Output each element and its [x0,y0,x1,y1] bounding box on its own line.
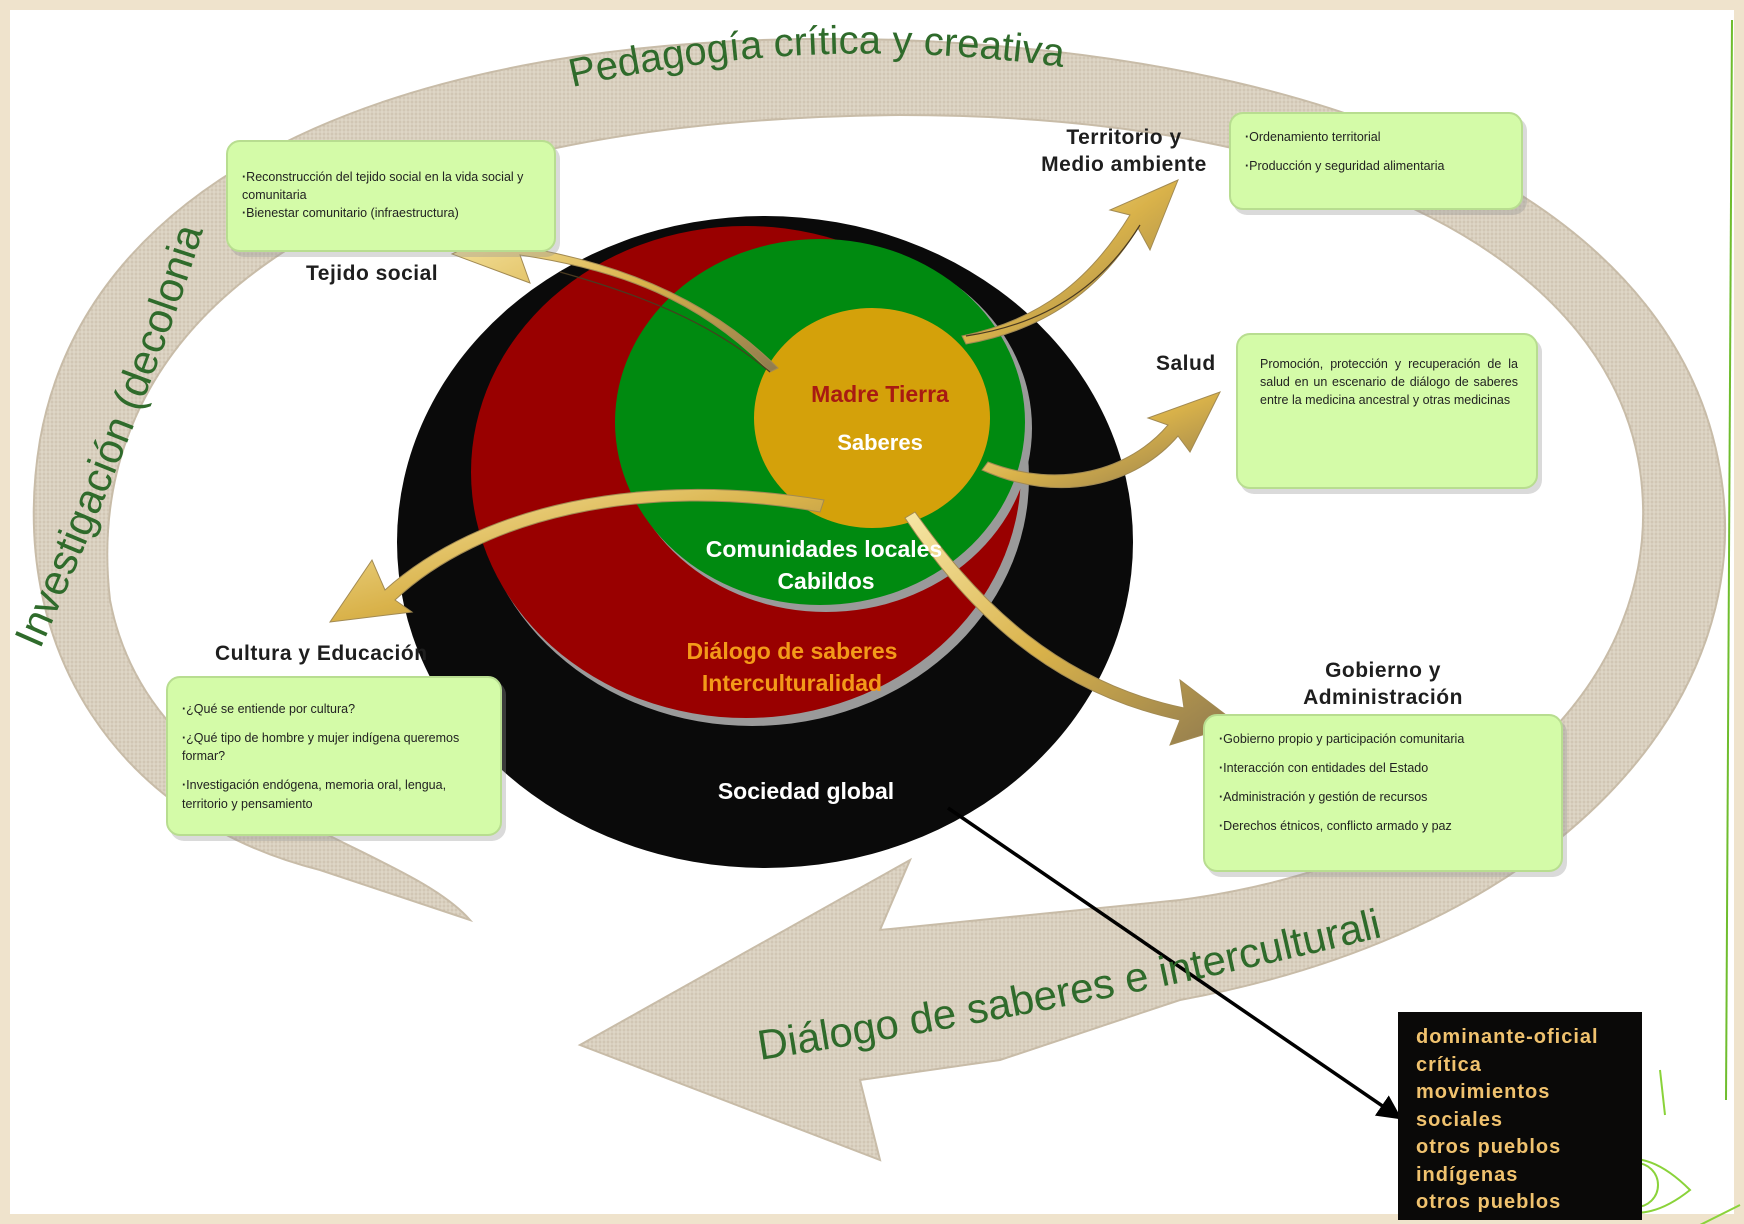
cultura-label: Cultura y Educación [215,642,428,665]
territorio-box: Ordenamiento territorial Producción y se… [1229,112,1523,210]
actor-line: otros pueblos [1416,1191,1562,1213]
actor-line: dominante-oficial [1416,1026,1599,1048]
gobierno-label-line1: Gobierno y [1325,659,1441,682]
madre-tierra-disc [754,308,990,528]
gobierno-item: Gobierno propio y participación comunita… [1219,730,1547,748]
gobierno-box: Gobierno propio y participación comunita… [1203,714,1563,872]
sociedad-global-label: Sociedad global [718,778,894,804]
territorio-item: Ordenamiento territorial [1245,128,1507,146]
cultura-item: ¿Qué tipo de hombre y mujer indígena que… [182,729,486,765]
arrow-to-cultura [328,488,825,623]
actor-line: sociales [1416,1108,1503,1131]
gobierno-label: Gobierno y Administración [1268,657,1498,712]
territorio-item: Producción y seguridad alimentaria [1245,157,1507,175]
tejido-item: Bienestar comunitario (infraestructura) [242,204,540,222]
tejido-social-label: Tejido social [306,262,439,285]
gobierno-item: Administración y gestión de recursos [1219,788,1547,806]
salud-label: Salud [1156,352,1216,375]
cultura-item: Investigación endógena, memoria oral, le… [182,776,486,812]
connector-lines [559,224,1141,373]
interculturalidad-label: Interculturalidad [702,670,882,696]
right-margin-line [1725,19,1733,1101]
territorio-label-line1: Territorio y [1066,126,1182,149]
actor-line: movimientos [1416,1081,1551,1103]
actor-line: otros pueblos [1416,1136,1562,1158]
actors-box: dominante-oficial crítica movimientos so… [1398,1012,1642,1220]
tejido-social-box: Reconstrucción del tejido social en la v… [226,140,556,252]
salud-box: Promoción, protección y recuperación de … [1236,333,1538,489]
gobierno-item: Interacción con entidades del Estado [1219,759,1547,777]
cabildos-label: Cabildos [777,568,874,594]
salud-text: Promoción, protección y recuperación de … [1260,357,1518,408]
tejido-item: Reconstrucción del tejido social en la v… [242,168,540,204]
gobierno-label-line2: Administración [1303,686,1463,710]
arrow-to-salud [981,391,1222,489]
territorio-label-line2: Medio ambiente [1041,153,1207,177]
gobierno-item: Derechos étnicos, conflicto armado y paz [1219,817,1547,835]
saberes-label: Saberes [837,430,923,455]
cycle-ring [32,37,1726,1162]
dialogo-label: Diálogo de saberes [687,638,898,664]
actor-line: indígenas [1416,1163,1519,1186]
comunidades-label: Comunidades locales [706,536,942,562]
actor-line: crítica [1416,1053,1482,1076]
cultura-item: ¿Qué se entiende por cultura? [182,700,486,718]
arrow-to-territorio [961,179,1179,345]
sociedad-to-actors-arrow [947,806,1403,1120]
territorio-label: Territorio y Medio ambiente [1024,124,1224,179]
cultura-box: ¿Qué se entiende por cultura? ¿Qué tipo … [166,676,502,836]
madre-tierra-label: Madre Tierra [811,381,949,407]
